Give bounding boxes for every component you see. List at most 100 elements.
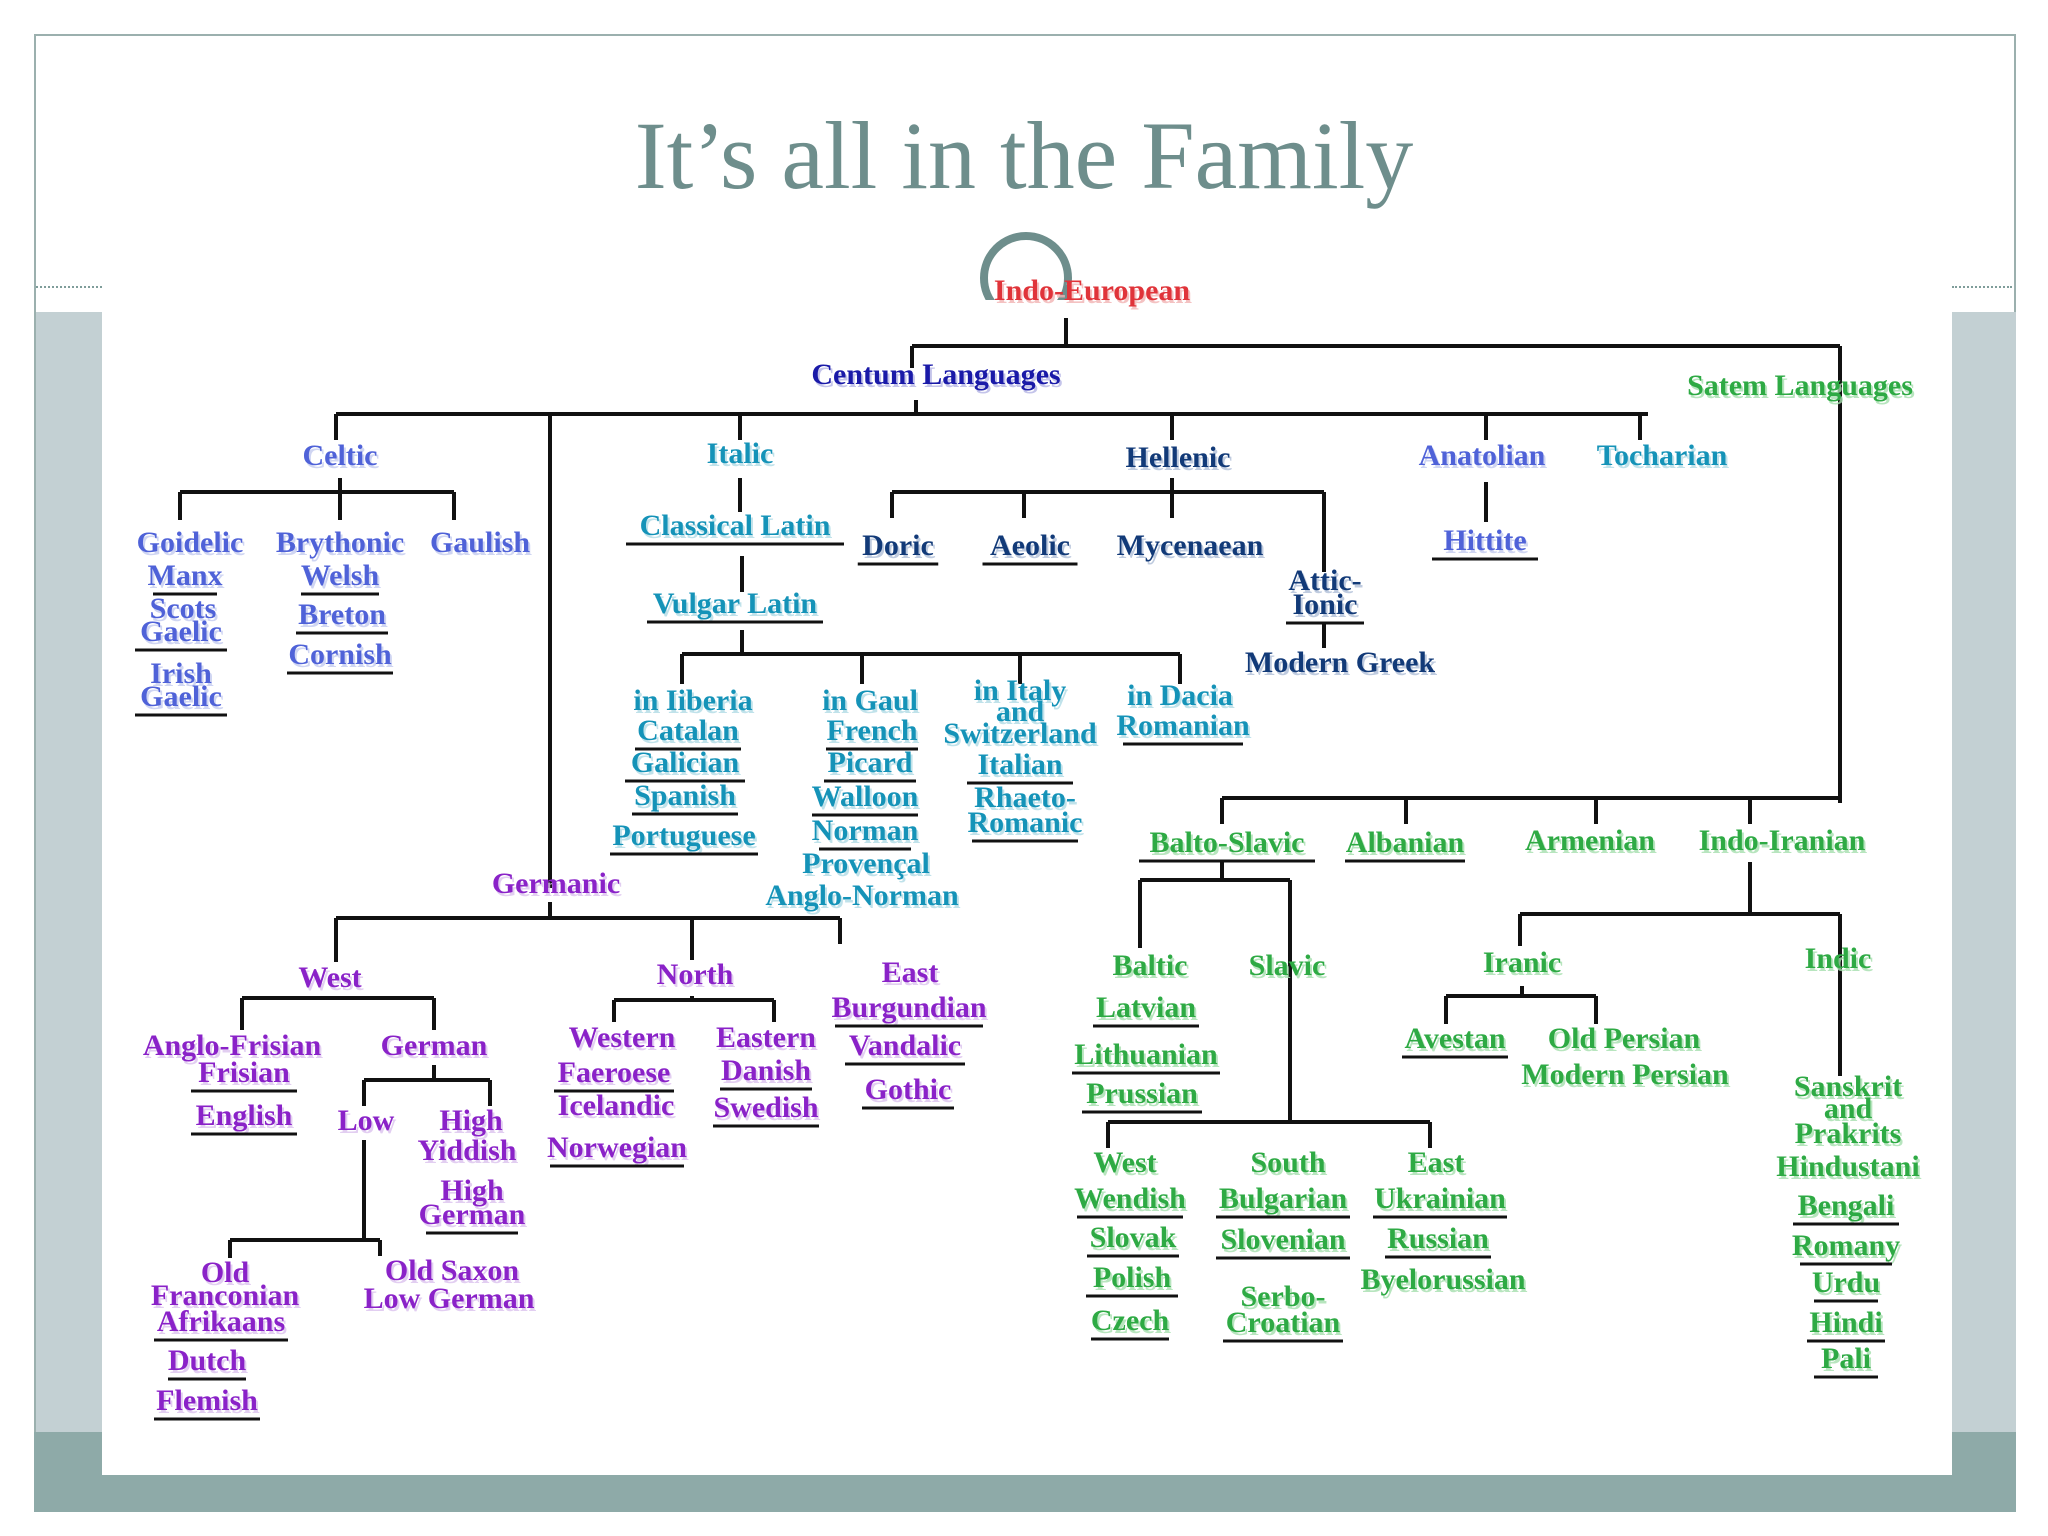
- node-vandalic: Vandalic: [849, 1029, 961, 1062]
- node-shadow-afrikaans: Afrikaans: [159, 1308, 287, 1341]
- node-pali: Pali: [1821, 1342, 1871, 1375]
- node-shadow-manx: Manx: [150, 562, 225, 595]
- node-shadow-indoiranian: Indo-Iranian: [1701, 827, 1868, 860]
- node-goidelic: Goidelic: [137, 526, 244, 559]
- node-latvian: Latvian: [1096, 991, 1196, 1024]
- node-urdu: Urdu: [1812, 1266, 1880, 1299]
- node-shadow-italy2: and: [998, 698, 1047, 731]
- node-shadow-geast: East: [884, 959, 941, 992]
- node-swedish: Swedish: [713, 1091, 818, 1124]
- node-shadow-baltic: Baltic: [1115, 952, 1190, 985]
- node-dacia: in Dacia: [1127, 679, 1233, 712]
- node-shadow-albanian: Albanian: [1348, 829, 1467, 862]
- node-dutch: Dutch: [168, 1344, 247, 1377]
- right-side-band: [1948, 312, 2016, 1442]
- node-french: French: [826, 714, 917, 747]
- node-shadow-icelandic: Icelandic: [560, 1092, 677, 1125]
- node-shadow-iberia: in Iiberia: [635, 687, 754, 720]
- node-shadow-gwest: West: [300, 964, 363, 997]
- node-shadow-danish: Danish: [723, 1057, 813, 1090]
- node-indoiranian: Indo-Iranian: [1699, 824, 1866, 857]
- node-attic1: Attic-: [1288, 564, 1361, 597]
- node-shadow-anatolian: Anatolian: [1421, 442, 1548, 475]
- node-portuguese: Portuguese: [612, 819, 755, 852]
- tree-connectors: [178, 318, 1842, 1258]
- node-icelandic: Icelandic: [558, 1089, 675, 1122]
- node-shadow-walloon: Walloon: [814, 783, 921, 816]
- node-sanskrit2: and: [1824, 1092, 1873, 1125]
- node-shadow-german: German: [383, 1032, 490, 1065]
- node-albanian: Albanian: [1346, 826, 1465, 859]
- node-shadow-russian: Russian: [1389, 1225, 1491, 1258]
- node-shadow-hindustani: Hindustani: [1778, 1153, 1921, 1186]
- node-iranic: Iranic: [1483, 946, 1561, 979]
- node-seast: East: [1408, 1146, 1465, 1179]
- node-vulgar: Vulgar Latin: [653, 587, 818, 620]
- node-geast: East: [882, 956, 939, 989]
- node-shadow-hindi: Hindi: [1811, 1309, 1884, 1342]
- node-gnorth: North: [657, 958, 734, 991]
- node-shadow-swedish: Swedish: [715, 1094, 820, 1127]
- node-hindustani: Hindustani: [1776, 1150, 1919, 1183]
- node-shadow-oldfr2: Franconian: [153, 1282, 302, 1315]
- node-catalan: Catalan: [637, 714, 739, 747]
- node-shadow-irish: Irish: [152, 660, 214, 693]
- node-shadow-modgreek: Modern Greek: [1247, 649, 1438, 682]
- node-shadow-norwegian: Norwegian: [549, 1134, 689, 1167]
- node-shadow-pali: Pali: [1823, 1345, 1873, 1378]
- node-highgerman1: High: [440, 1174, 504, 1207]
- node-serbo2: Croatian: [1226, 1306, 1341, 1339]
- node-walloon: Walloon: [812, 780, 919, 813]
- node-italian: Italian: [977, 748, 1062, 781]
- node-norwegian: Norwegian: [547, 1131, 687, 1164]
- diagram-panel: [102, 300, 1952, 1475]
- node-shadow-prussian: Prussian: [1088, 1080, 1200, 1113]
- node-irish: Irish: [150, 657, 212, 690]
- node-italy2: and: [996, 695, 1045, 728]
- node-shadow-germanic: Germanic: [494, 870, 622, 903]
- node-shadow-satem: Satem Languages: [1689, 372, 1915, 405]
- node-shadow-hittite: Hittite: [1445, 527, 1528, 560]
- node-manx: Manx: [148, 559, 223, 592]
- node-italic: Italic: [707, 437, 774, 470]
- node-shadow-spanish: Spanish: [636, 782, 738, 815]
- node-avestan: Avestan: [1404, 1022, 1505, 1055]
- node-armenian: Armenian: [1525, 824, 1655, 857]
- node-shadow-sanskrit3: Prakrits: [1797, 1120, 1904, 1153]
- node-shadow-bengali: Bengali: [1800, 1192, 1897, 1225]
- node-shadow-attic1: Attic-: [1290, 567, 1363, 600]
- node-shadow-portuguese: Portuguese: [614, 822, 757, 855]
- node-faeroese: Faeroese: [558, 1056, 671, 1089]
- node-shadow-high: High: [441, 1107, 505, 1140]
- node-shadow-lowgerman: Low German: [366, 1285, 537, 1318]
- node-shadow-low: Low: [340, 1107, 397, 1140]
- node-shadow-rhaeto2: Romanic: [970, 809, 1085, 842]
- node-celtic: Celtic: [303, 439, 378, 472]
- node-bulgarian: Bulgarian: [1219, 1182, 1348, 1215]
- node-shadow-urdu: Urdu: [1814, 1269, 1882, 1302]
- node-shadow-slovenian: Slovenian: [1222, 1226, 1347, 1259]
- node-shadow-welsh: Welsh: [303, 562, 382, 595]
- node-romany: Romany: [1792, 1229, 1900, 1262]
- node-frisian: Frisian: [198, 1056, 290, 1089]
- node-brythonic: Brythonic: [276, 526, 404, 559]
- node-shadow-french: French: [828, 717, 919, 750]
- node-shadow-seast: East: [1410, 1149, 1467, 1182]
- node-shadow-catalan: Catalan: [639, 717, 741, 750]
- node-shadow-norman: Norman: [814, 817, 921, 850]
- node-shadow-burgundian: Burgundian: [833, 994, 988, 1027]
- node-tocharian: Tocharian: [1597, 439, 1728, 472]
- node-highgerman2: German: [419, 1198, 526, 1231]
- node-iberia: in Iiberia: [633, 684, 752, 717]
- node-shadow-scots1: Scots: [152, 595, 219, 628]
- node-shadow-wendish: Wendish: [1076, 1185, 1188, 1218]
- node-sanskrit1: Sanskrit: [1794, 1070, 1902, 1103]
- node-shadow-yiddish: Yiddish: [420, 1137, 519, 1170]
- node-shadow-breton: Breton: [300, 601, 388, 634]
- node-shadow-flemish: Flemish: [158, 1387, 260, 1420]
- node-shadow-anglonorman: Anglo-Norman: [767, 882, 961, 915]
- node-western: Western: [569, 1021, 676, 1054]
- node-gothic: Gothic: [865, 1073, 952, 1106]
- node-anatolian: Anatolian: [1419, 439, 1546, 472]
